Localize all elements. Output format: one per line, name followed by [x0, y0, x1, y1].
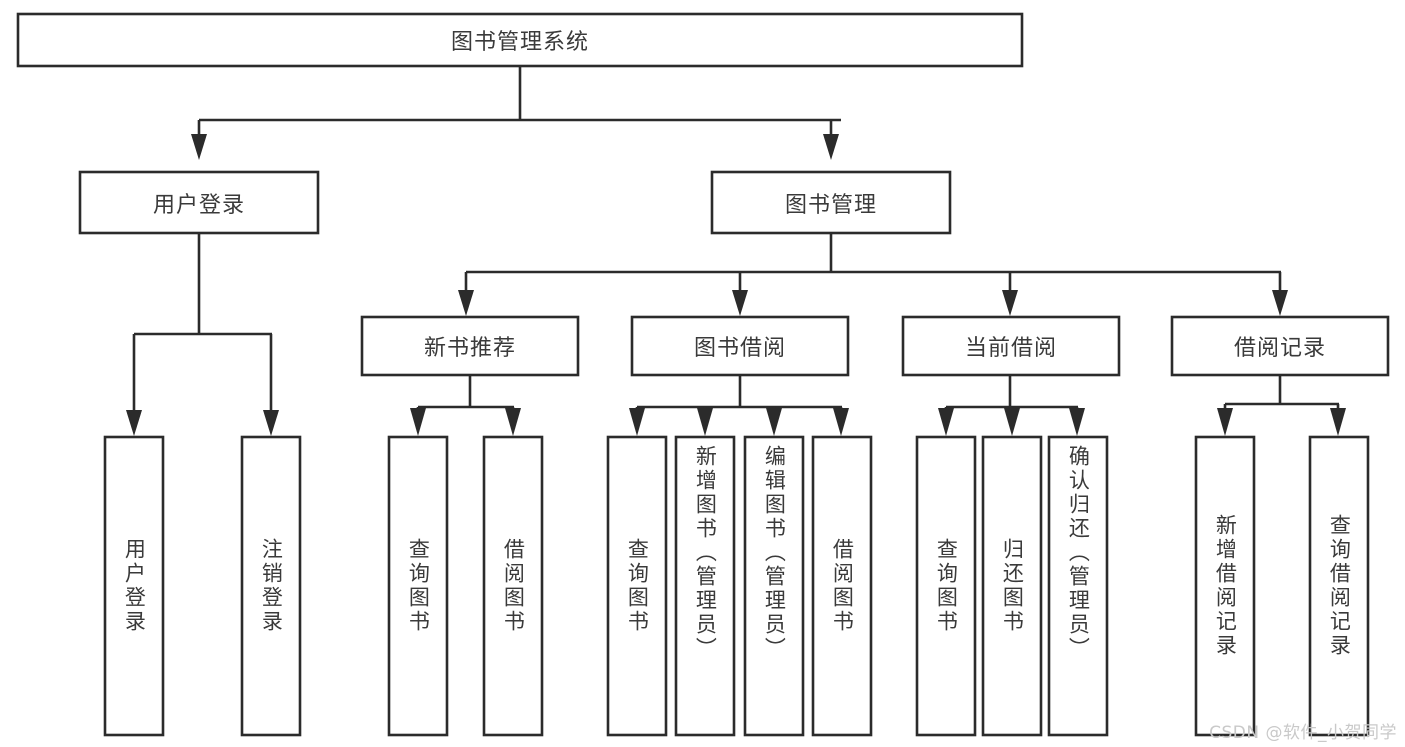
arrowhead-leaf-query-book-3 [938, 408, 954, 436]
node-box-leaf-add-record[interactable] [1194, 435, 1256, 737]
arrowhead-book-manage [823, 134, 839, 160]
node-box-leaf-user-login[interactable] [103, 435, 165, 737]
node-box-leaf-return-book[interactable] [981, 435, 1043, 737]
arrowhead-leaf-logout [263, 410, 279, 436]
node-box-leaf-query-book-1[interactable] [387, 435, 449, 737]
node-box-borrow-record[interactable] [1170, 315, 1390, 377]
node-box-leaf-borrow-book-2[interactable] [811, 435, 873, 737]
arrowhead-borrow-record [1272, 290, 1288, 316]
arrowhead-leaf-user-login [126, 410, 142, 436]
node-box-leaf-borrow-book-1[interactable] [482, 435, 544, 737]
node-box-leaf-edit-book[interactable] [743, 435, 805, 737]
node-box-user-login[interactable] [78, 170, 320, 235]
arrowhead-leaf-add-book [697, 408, 713, 436]
node-box-root[interactable] [16, 12, 1024, 68]
node-box-book-borrow[interactable] [630, 315, 850, 377]
edge-group-borrow-record-children [1217, 375, 1346, 436]
arrowhead-leaf-edit-book [766, 408, 782, 436]
arrowhead-leaf-confirm-return [1069, 408, 1085, 436]
arrowhead-leaf-query-book-1 [410, 408, 426, 436]
node-box-new-book-rec[interactable] [360, 315, 580, 377]
edge-group-user-login-children [126, 233, 279, 436]
edge-group-root-to-level2 [191, 66, 841, 160]
arrowhead-leaf-borrow-book-1 [505, 408, 521, 436]
arrowhead-leaf-return-book [1004, 408, 1020, 436]
edge-group-book-borrow-children [629, 375, 849, 436]
arrowhead-leaf-query-book-2 [629, 408, 645, 436]
edge-group-book-manage-children [458, 233, 1288, 316]
node-box-leaf-add-book[interactable] [674, 435, 736, 737]
node-box-leaf-query-book-3[interactable] [915, 435, 977, 737]
arrowhead-current-borrow [1002, 290, 1018, 316]
arrowhead-leaf-query-record [1330, 408, 1346, 436]
edge-group-new-book-rec-children [410, 375, 521, 436]
node-box-current-borrow[interactable] [901, 315, 1121, 377]
node-box-leaf-confirm-return[interactable] [1047, 435, 1109, 737]
node-box-leaf-query-book-2[interactable] [606, 435, 668, 737]
node-box-book-manage[interactable] [710, 170, 952, 235]
arrowhead-new-book-rec [458, 290, 474, 316]
node-box-leaf-query-record[interactable] [1308, 435, 1370, 737]
arrowhead-leaf-add-record [1217, 408, 1233, 436]
arrowhead-book-borrow [732, 290, 748, 316]
arrowhead-user-login [191, 134, 207, 160]
arrowhead-leaf-borrow-book-2 [833, 408, 849, 436]
csdn-watermark: CSDN @软件_小贺同学 [1209, 723, 1397, 743]
node-box-leaf-logout[interactable] [240, 435, 302, 737]
edge-group-current-borrow-children [938, 375, 1085, 436]
